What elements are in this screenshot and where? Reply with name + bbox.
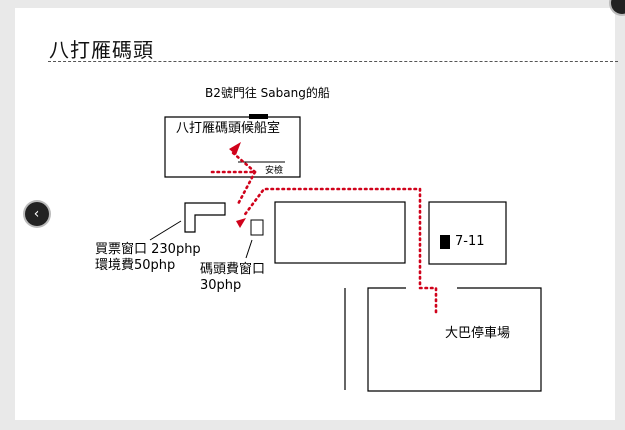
close-button[interactable]: [611, 0, 625, 14]
waiting-room-building: [164, 114, 301, 178]
ticket-window-leader: [149, 220, 182, 241]
page-title: 八打雁碼頭: [49, 38, 154, 62]
ticket-window-label-2: 環境費50php: [95, 258, 176, 273]
gate-label: B2號門往 Sabang的船: [205, 86, 330, 100]
security-label: 安檢: [265, 166, 284, 176]
ticket-window-booth: [184, 202, 226, 233]
route-arrow-to-fee: [236, 218, 246, 228]
terminal-fee-leader: [245, 239, 253, 259]
store-building: [428, 201, 507, 265]
gate-b2-marker: [249, 114, 268, 119]
terminal-fee-booth: [250, 219, 264, 236]
bus-parking-lot: [367, 287, 542, 392]
waiting-room-label: 八打雁碼頭候船室: [176, 121, 281, 136]
bus-parking-label: 大巴停車場: [445, 326, 511, 341]
terminal-fee-label-2: 30php: [200, 278, 242, 293]
prev-slide-button[interactable]: ‹: [25, 202, 49, 226]
store-marker: [440, 235, 450, 249]
chevron-left-icon: ‹: [33, 206, 40, 222]
middle-building: [274, 201, 406, 264]
walking-route: [210, 150, 438, 314]
terminal-fee-label-1: 碼頭費窗口: [200, 262, 266, 277]
route-arrow-to-waiting-room: [229, 142, 241, 155]
title-divider: [48, 61, 618, 62]
store-label: 7-11: [455, 234, 485, 249]
ticket-window-label-1: 買票窗口 230php: [95, 242, 201, 257]
